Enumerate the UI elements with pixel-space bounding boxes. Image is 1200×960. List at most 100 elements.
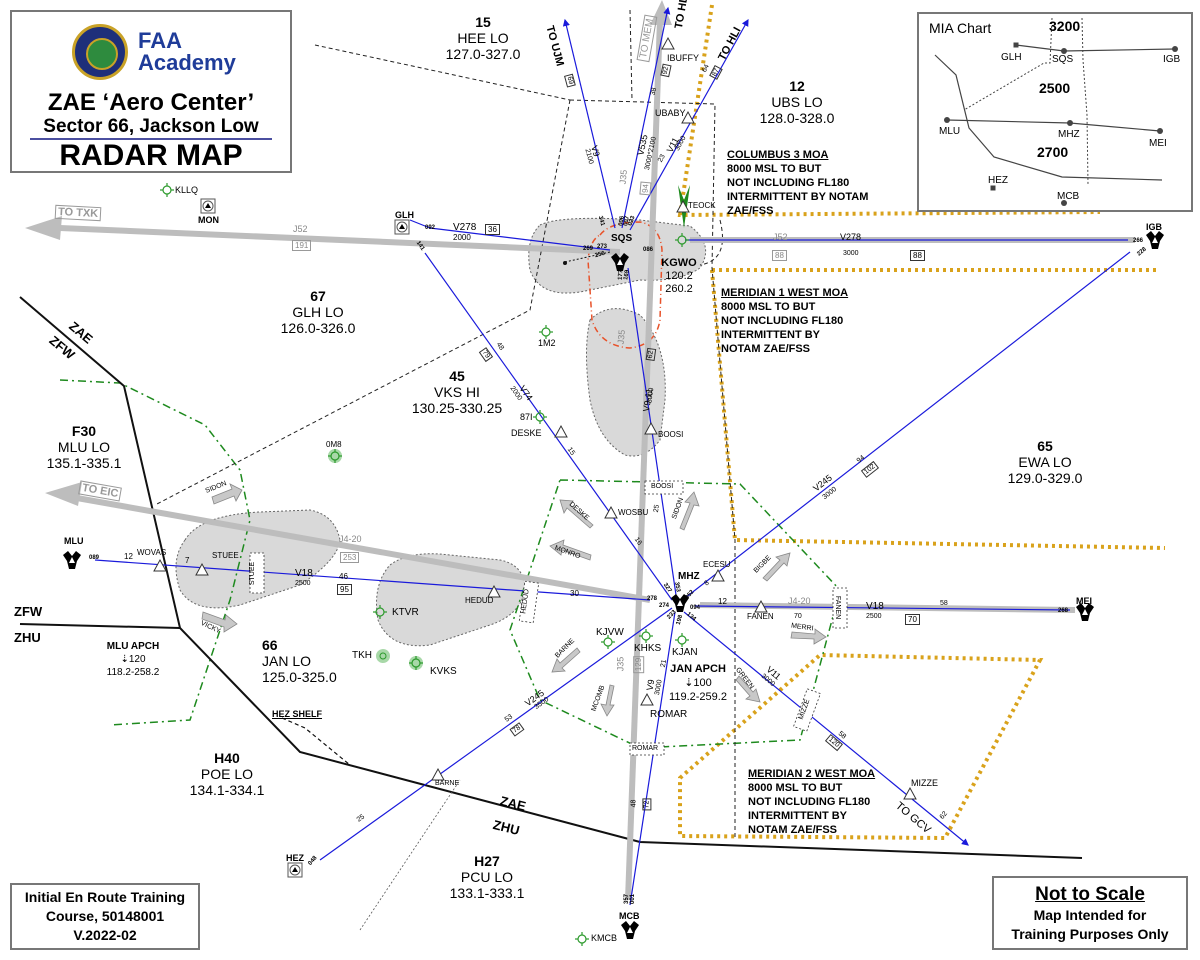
vortac-icon-mlu[interactable] xyxy=(63,551,81,569)
radial-glh-092: 092 xyxy=(425,225,436,231)
airport-icon-kjan[interactable] xyxy=(674,632,690,648)
airway-v18-west xyxy=(94,559,651,601)
airway-mea-v278-east: 88 xyxy=(910,250,925,261)
airway-dist-v18-west: 46 xyxy=(339,572,348,581)
course-line-2: Course, 50148001 xyxy=(45,908,165,924)
airport-label-1m2: 1M2 xyxy=(538,338,556,348)
jet-label-j4-20-west: J4-20 xyxy=(339,534,362,544)
navaid-label-mon: MON xyxy=(198,215,219,225)
logo-text-academy: Academy xyxy=(138,50,236,75)
mia-point-sqs: SQS xyxy=(1052,54,1074,65)
boundary-label-zfw-south: ZFW xyxy=(14,604,43,619)
fix-label-fanen: FANEN xyxy=(747,612,774,621)
fix-label-mizze: MIZZE xyxy=(911,778,938,788)
gate-boxes xyxy=(249,480,848,756)
arrow-to-eic xyxy=(45,482,82,506)
sector-lines xyxy=(154,9,736,840)
vortac-icon-mcb[interactable] xyxy=(621,921,639,939)
airway-mea-v9-south: 72 xyxy=(642,798,652,811)
mia-chart-inset: MIA Chart 3200 2500 2700 GLH SQS IGB MLU… xyxy=(917,12,1193,212)
airway-label-v278-east: V278 xyxy=(840,232,862,242)
radial-sqs-269: 269 xyxy=(583,246,594,252)
airport-icon-kmcb[interactable] xyxy=(574,931,590,947)
airway-mea-v18-east: 70 xyxy=(905,614,920,625)
airway-v245-northeast xyxy=(684,251,1131,599)
airport-label-87i: 87I xyxy=(520,412,533,422)
vor-icon-hez[interactable] xyxy=(287,862,303,878)
vortac-icon-igb[interactable] xyxy=(1146,231,1164,249)
jet-mea-j52-west: 191 xyxy=(292,240,312,251)
airway-mea-v18-west: 95 xyxy=(337,584,352,595)
mia-alt-2700: 2700 xyxy=(1037,144,1069,160)
fix-label-hedud: HEDUD xyxy=(465,596,494,605)
transition-arrows xyxy=(201,483,827,717)
airport-icon-kvks[interactable] xyxy=(408,655,424,671)
jet-label-j35-north: J35 xyxy=(617,169,629,185)
radial-mhz-094: 094 xyxy=(690,605,701,611)
jet-label-j52-west: J52 xyxy=(293,224,308,234)
center-boundaries xyxy=(19,296,1083,859)
course-line-1: Initial En Route Training xyxy=(24,889,186,905)
gate-label-stuee: STUEE xyxy=(249,561,257,586)
airway-dist-v9-11: 25 xyxy=(652,504,661,513)
airway-alt-v18-east: 2500 xyxy=(866,613,882,620)
airway-label-v18-east: V18 xyxy=(866,601,884,612)
airport-label-kjvw: KJVW xyxy=(596,627,624,638)
airport-icon-kllq[interactable] xyxy=(159,182,175,198)
airway-v74 xyxy=(424,252,673,601)
airport-icon-tkh[interactable] xyxy=(376,649,390,663)
radial-sqs-086: 086 xyxy=(643,247,654,253)
airport-label-kmcb: KMCB xyxy=(591,933,618,943)
airport-label-kjan: KJAN xyxy=(672,647,698,658)
fix-label-deske: DESKE xyxy=(511,428,542,438)
vor-icon-glh[interactable] xyxy=(394,219,410,235)
airport-label-kllq: KLLQ xyxy=(175,185,199,195)
down-arrow-icon: ⇣ xyxy=(120,654,129,665)
fix-icon-barne[interactable] xyxy=(431,768,445,781)
fix-label-ibuffy: IBUFFY xyxy=(667,53,700,63)
vor-icon-mon[interactable] xyxy=(200,198,216,214)
radial-mhz-278: 278 xyxy=(647,596,658,602)
jet-j4-20-west xyxy=(59,492,651,603)
airport-icon-0m8[interactable] xyxy=(327,448,343,464)
fix-icon-deske[interactable] xyxy=(554,425,568,438)
mlu-approach: MLU APCH ⇣120 118.2-258.2 xyxy=(106,641,160,678)
jan-approach: JAN APCH ⇣100 119.2-259.2 xyxy=(669,663,727,703)
navaid-label-mlu: MLU xyxy=(64,536,84,546)
radial-mei-268: 268 xyxy=(1058,608,1069,614)
airport-icon-khks[interactable] xyxy=(638,628,654,644)
radial-igb-266: 266 xyxy=(1133,238,1144,244)
jet-mea-j35-north: 94 xyxy=(639,181,652,196)
airport-label-0m8: 0M8 xyxy=(326,440,342,449)
dotted-line xyxy=(359,779,461,931)
arrow-to-txk xyxy=(25,216,62,240)
fix-icon-romar[interactable] xyxy=(640,693,654,706)
gate-label-romar: ROMAR xyxy=(632,745,659,752)
airway-v9-south xyxy=(629,611,676,906)
airport-icon-1m2[interactable] xyxy=(538,324,554,340)
logo-text-faa: FAA xyxy=(138,28,182,53)
airway-v11-south xyxy=(683,611,969,846)
faa-seal-icon xyxy=(72,24,128,80)
airway-dist2-v18-east: 12 xyxy=(718,597,727,606)
fix-icon-ibuffy[interactable] xyxy=(661,37,675,50)
navaid-label-sqs: SQS xyxy=(611,233,633,244)
course-info-box: Initial En Route Training Course, 501480… xyxy=(10,883,200,950)
jet-mea-j4-20-west: 253 xyxy=(340,552,360,563)
airway-v278-west xyxy=(429,227,611,251)
airway-dist2-v18-west: 12 xyxy=(124,552,133,561)
airport-label-tkh: TKH xyxy=(352,650,372,661)
navaid-label-hez: HEZ xyxy=(286,853,304,863)
hez-shelf-line xyxy=(281,717,351,766)
mia-chart-title: MIA Chart xyxy=(929,20,992,36)
arrow-bigbe xyxy=(762,552,791,582)
fix-label-stuee: STUEE xyxy=(212,551,239,560)
